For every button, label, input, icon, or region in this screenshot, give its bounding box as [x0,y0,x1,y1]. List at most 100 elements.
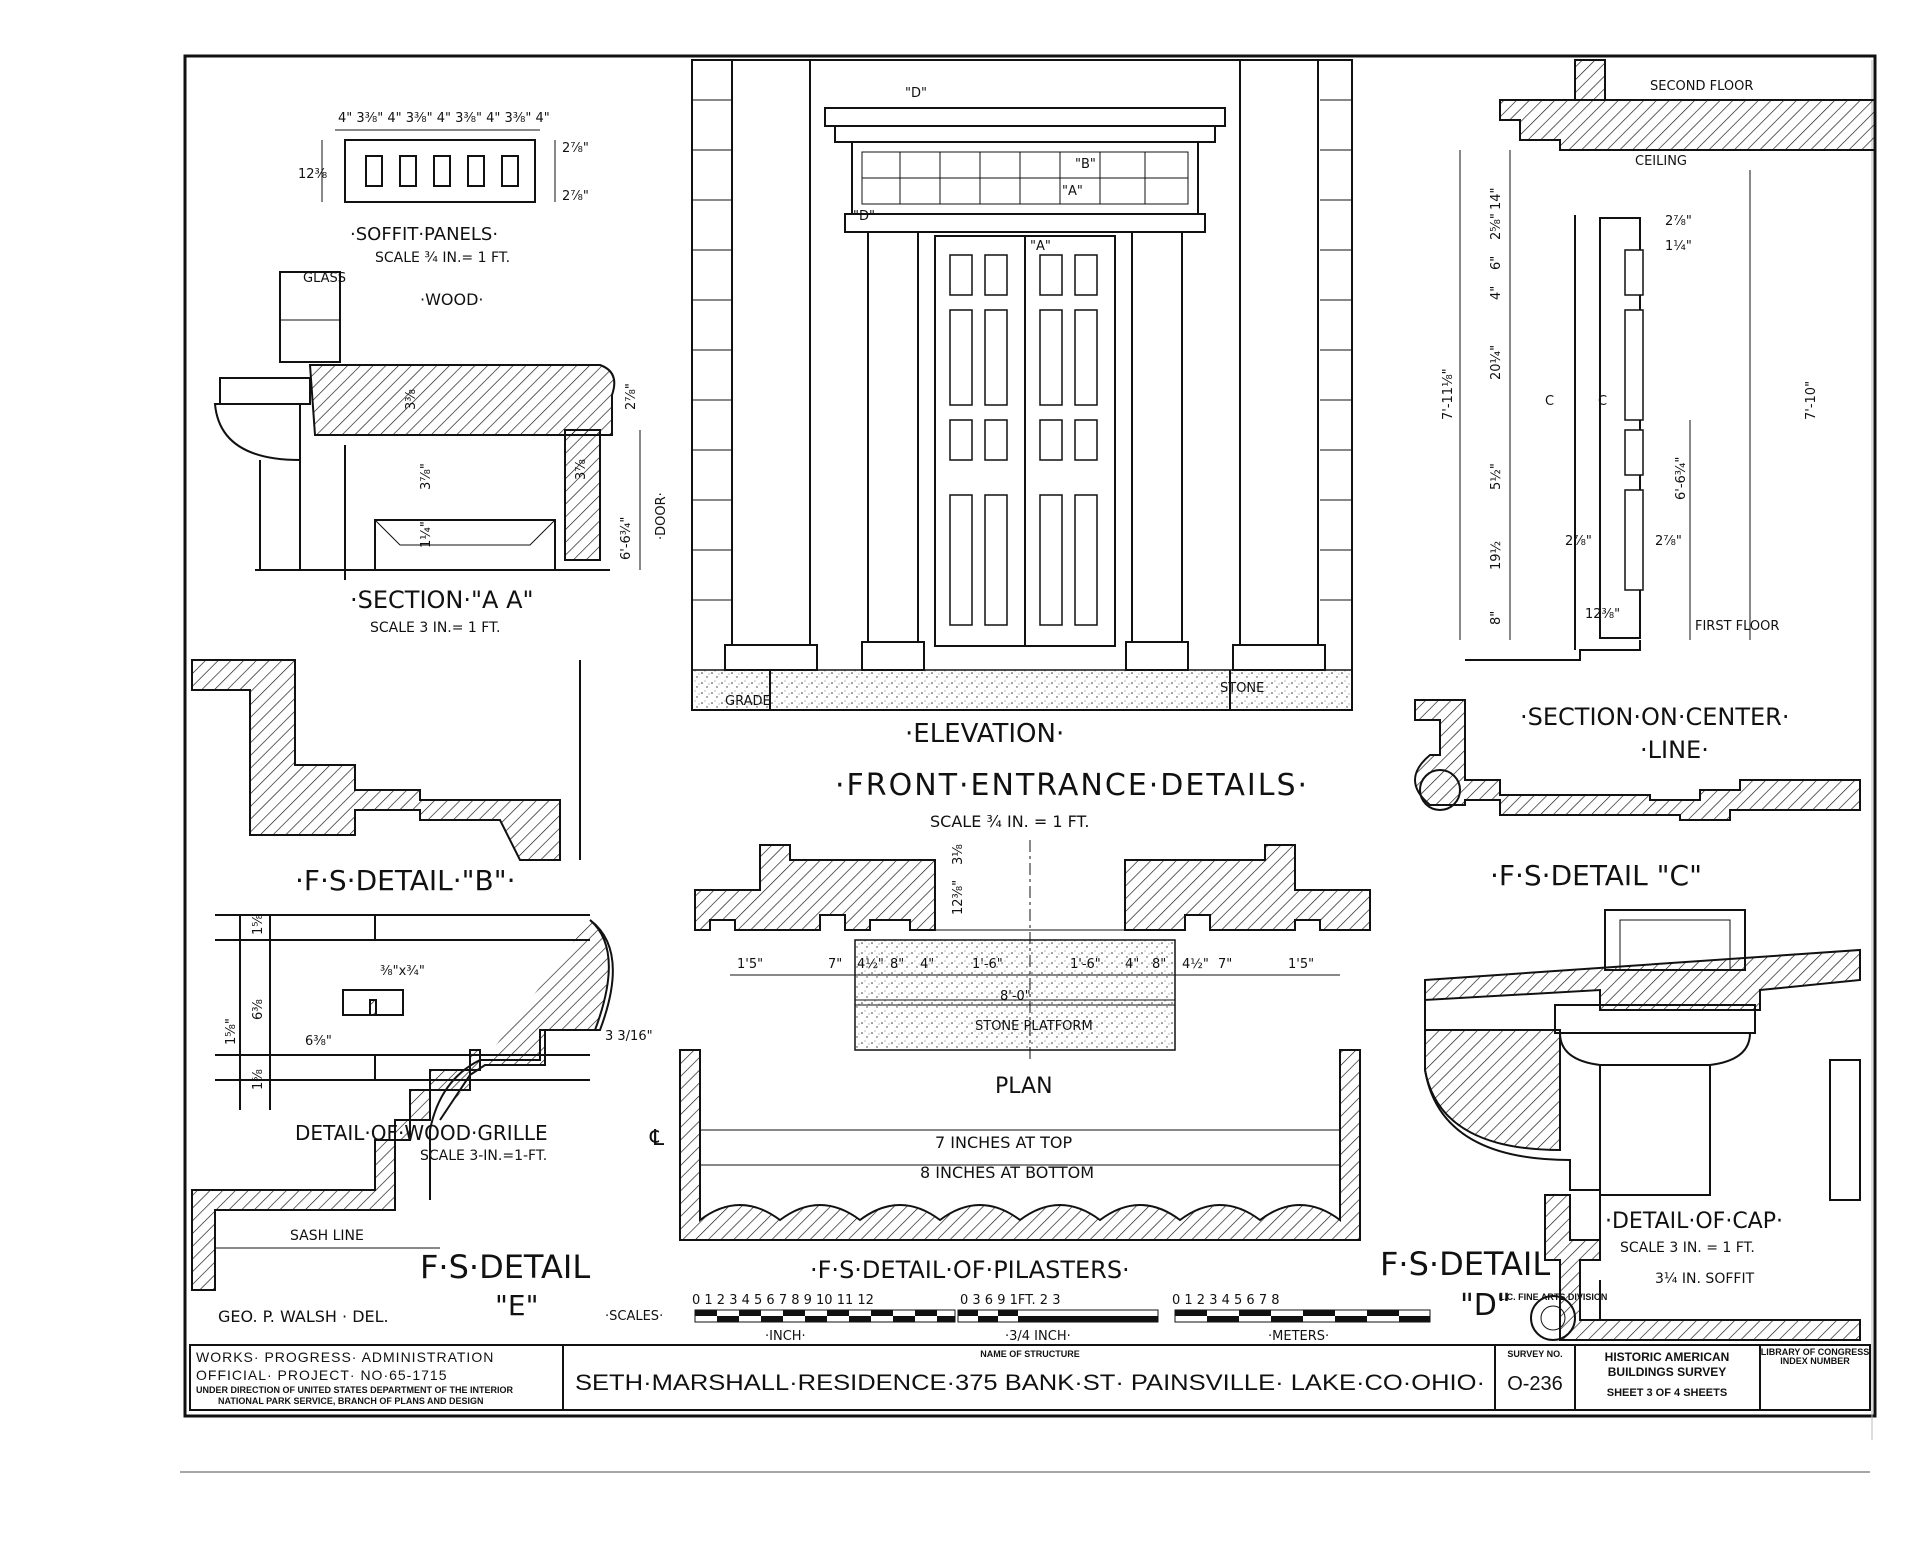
section-center-278a: 2⅞" [1565,534,1592,549]
section-center-8: 8" [1489,611,1504,625]
soffit-dim-2: 2⅞" [562,189,589,204]
section-center-c2: C [1598,394,1607,409]
grille-dim-4: 6⅜" [305,1034,332,1049]
elevation-drawing: "D" "B" "A" "A" "D" GRADE STONE ·ELEVATI… [691,59,1353,749]
section-center-title2: ·LINE· [1640,736,1709,764]
elevation-stone: STONE [1220,681,1264,696]
cap-scale: SCALE 3 IN. = 1 FT. [1620,1240,1755,1256]
plan-depth: 12⅜" [951,880,966,915]
grille-dim-3: 6⅜ [251,999,266,1020]
grille-title: DETAIL·OF·WOOD·GRILLE [295,1121,548,1145]
soffit-scale: SCALE ¾ IN.= 1 FT. [375,250,510,266]
cap-soffit: 3¼ IN. SOFFIT [1655,1271,1755,1287]
scales-inch-nums: 0 1 2 3 4 5 6 7 8 9 10 11 12 [692,1293,874,1308]
grille-dim-1: 1⅝ [251,914,266,935]
plan-dim-4: 4" [920,957,934,972]
section-aa-title: ·SECTION·"A A" [350,586,534,614]
scales-threequarter-nums: 0 3 6 9 1FT. 2 3 [960,1293,1060,1308]
elevation-mark-d-top: "D" [905,86,927,101]
plan-dim-0: 1'5" [737,957,763,972]
soffit-dim-1: 2⅞" [562,141,589,156]
section-center-title1: ·SECTION·ON·CENTER· [1520,703,1789,731]
elevation-mark-d-side: "D" [853,209,875,224]
detail-c-drawing: ·F·S·DETAIL "C" [1414,699,1861,892]
elevation-mark-a1: "A" [1062,184,1083,199]
tb-name-label: NAME OF STRUCTURE [980,1349,1080,1359]
tb-dept2: NATIONAL PARK SERVICE, BRANCH OF PLANS A… [218,1396,484,1406]
detail-e-drawing: SASH LINE F·S·DETAIL "E" GEO. P. WALSH ·… [191,1049,590,1326]
section-aa-dim-6: 6'-6¾" [619,517,634,560]
title-block: WORKS· PROGRESS· ADMINISTRATION OFFICIAL… [189,1344,1871,1411]
plan-dim-6: 1'-6" [1070,957,1101,972]
section-aa-glass: GLASS [303,271,346,286]
detail-e-title1: F·S·DETAIL [420,1248,590,1286]
plan-dim-1: 7" [828,957,842,972]
grille-scale: SCALE 3-IN.=1-FT. [420,1148,547,1164]
tb-habs2: BUILDINGS SURVEY [1608,1365,1726,1379]
scales-threequarter-label: ·3/4 INCH· [1005,1329,1071,1344]
tb-survey-label: SURVEY NO. [1507,1349,1562,1359]
section-center-door: 6'-6¾" [1674,457,1689,500]
pilaster-title: ·F·S·DETAIL·OF·PILASTERS· [810,1256,1130,1284]
tb-structure-name: SETH·MARSHALL·RESIDENCE·375 BANK·ST· PAI… [575,1370,1485,1395]
stamp-text: L.C. FINE ARTS DIVISION [1499,1292,1608,1302]
detail-e-delineator: GEO. P. WALSH · DEL. [218,1307,389,1326]
section-center-ceiling: CEILING [1635,154,1687,169]
section-center-second-floor: SECOND FLOOR [1650,79,1753,94]
detail-b-drawing: ·F·S·DETAIL·"B"· [191,659,581,897]
grille-dim-5: 1⅝" [224,1018,239,1045]
plan-dim-3: 8" [890,957,904,972]
soffit-top-dims: 4" 3⅜" 4" 3⅜" 4" 3⅜" 4" 3⅜" 4" [338,111,550,126]
elevation-grade: GRADE [725,694,771,709]
section-center-14b: 1¼" [1665,239,1692,254]
elevation-mark-b: "B" [1075,157,1096,172]
scale-bars: ·SCALES· 0 1 2 3 4 5 6 7 8 9 10 11 12 0 … [605,1293,1431,1344]
section-aa-dim-4: 3⅞ [574,459,589,480]
scales-meters-label: ·METERS· [1268,1329,1329,1344]
tb-loc1: LIBRARY OF CONGRESS [1761,1347,1870,1357]
elevation-title: ·ELEVATION· [905,719,1064,749]
scales-meter-nums: 0 1 2 3 4 5 6 7 8 [1172,1293,1280,1308]
detail-d-title2: "D" [1460,1288,1511,1323]
section-center-4: 4" [1489,286,1504,300]
plan-dim-10: 7" [1218,957,1232,972]
cap-detail-drawing: ·DETAIL·OF·CAP· SCALE 3 IN. = 1 FT. 3¼ I… [1424,909,1861,1287]
grille-dim-7: 3 3/16" [605,1029,653,1044]
plan-total: 8'-0" [1000,989,1031,1004]
plan-title: PLAN [995,1074,1053,1099]
soffit-title: ·SOFFIT·PANELS· [350,224,498,245]
grille-dim-6: 1⅝ [251,1069,266,1090]
grille-dim-2: ⅜"x¾" [380,964,425,979]
plan-dim-9: 4½" [1182,957,1209,972]
section-center-1238: 12⅜" [1585,607,1620,622]
tb-wpa: WORKS· PROGRESS· ADMINISTRATION [196,1349,494,1365]
grille-centerline: ℄ [649,1126,665,1151]
plan-platform: STONE PLATFORM [975,1019,1093,1034]
section-center-278c: 2⅞" [1665,214,1692,229]
section-center-6: 6" [1489,256,1504,270]
plan-dim-2: 4½" [857,957,884,972]
section-aa-dim-3: 2⅞" [624,383,639,410]
section-center-25: 2⅝" [1489,213,1504,240]
section-center-drawing: SECOND FLOOR CEILING FIRST FLOOR 7'-11⅛"… [1441,59,1876,764]
section-aa-drawing: GLASS ·WOOD· 3⅜ 3⅞" 2⅞" 3⅞ 1¼" 6'-6¾" ·D… [213,271,669,636]
plan-dim-5: 1'-6" [972,957,1003,972]
section-aa-dim-2: 3⅞" [419,463,434,490]
soffit-height: 12⅜ [298,167,328,182]
plan-drawing: 1'5" 7" 4½" 8" 4" 1'-6" 1'-6" 4" 8" 4½" … [694,840,1371,1099]
soffit-panels-drawing: 4" 3⅜" 4" 3⅜" 4" 3⅜" 4" 3⅜" 4" 12⅜ 2⅞" 2… [298,111,589,266]
elevation-mark-a2: "A" [1030,239,1051,254]
main-scale: SCALE ¾ IN. = 1 FT. [930,812,1089,831]
tb-project: OFFICIAL· PROJECT· NO·65-1715 [196,1367,448,1383]
section-center-first-floor: FIRST FLOOR [1695,619,1779,634]
plan-dim-8: 8" [1152,957,1166,972]
plan-dim-11: 1'5" [1288,957,1314,972]
detail-b-title: ·F·S·DETAIL·"B"· [295,864,516,897]
wood-grille-drawing: 1⅝ ⅜"x¾" 6⅜ 6⅜" 1⅝" 1⅝ 3 3/16" DETAIL·OF… [215,914,665,1200]
section-aa-dim-5: 1¼" [419,521,434,548]
detail-e-title2: "E" [495,1289,538,1322]
detail-d-title1: F·S·DETAIL [1380,1245,1550,1283]
plan-small: 3⅛ [951,844,966,865]
section-center-19: 19½ [1489,541,1504,570]
